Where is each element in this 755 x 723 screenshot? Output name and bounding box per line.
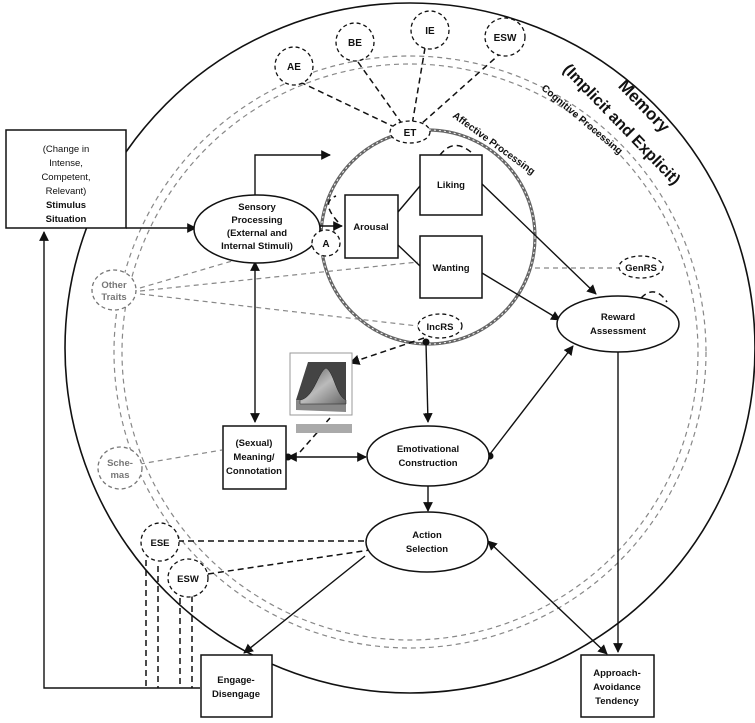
sensory-processing-node	[193, 194, 321, 264]
stimulus-bold-2: Situation	[46, 214, 87, 225]
genrs-node	[618, 255, 664, 279]
incrs-node	[417, 313, 463, 339]
meaning-line-2: Meaning/	[233, 452, 275, 463]
approach-line-2: Avoidance	[593, 682, 641, 693]
emotivational-line-2: Construction	[398, 458, 457, 469]
stimulus-line-1: (Change in	[43, 144, 89, 155]
action-line-1: Action	[412, 530, 442, 541]
arousal-label: Arousal	[353, 222, 388, 233]
ese-label: ESE	[150, 538, 169, 549]
action-selection-node	[365, 511, 489, 573]
ae-label: AE	[287, 62, 301, 73]
other-traits-node	[91, 269, 137, 311]
stimulus-line-2: Intense,	[49, 158, 83, 169]
engage-disengage-box	[200, 654, 273, 718]
other-traits-connectors	[139, 229, 620, 465]
genrs-label: GenRS	[625, 263, 657, 274]
ae-node	[274, 46, 314, 86]
incrs-to-cube-arrow	[349, 337, 425, 365]
ese-node	[140, 522, 180, 562]
ie-node	[410, 10, 450, 50]
reward-line-1: Reward	[601, 312, 636, 323]
stimulus-line-4: Relevant)	[46, 186, 87, 197]
probability-surface-image	[289, 352, 353, 433]
meaning-line-1: (Sexual)	[236, 438, 273, 449]
approach-avoidance-box	[580, 654, 655, 718]
meaning-line-3: Connotation	[226, 466, 282, 477]
approach-line-3: Tendency	[595, 696, 639, 707]
stimulus-bold-1: Stimulus	[46, 200, 86, 211]
action-line-2: Selection	[406, 544, 448, 555]
esw-top-node	[484, 17, 526, 57]
wanting-box	[419, 235, 483, 299]
engage-line-1: Engage-	[217, 675, 254, 686]
sensory-line-3: (External and	[227, 228, 287, 239]
esw-top-label: ESW	[494, 33, 517, 44]
reward-loop	[640, 291, 668, 303]
schemas-line-1: Sche-	[107, 458, 133, 469]
cube-to-meaning-line	[299, 417, 331, 453]
ie-label: IE	[425, 26, 435, 37]
et-label: ET	[404, 128, 417, 139]
stimulus-line-3: Competent,	[41, 172, 90, 183]
liking-loop	[439, 144, 473, 156]
other-traits-line-2: Traits	[101, 292, 126, 303]
stimulus-situation-box	[5, 129, 127, 229]
reward-assessment-node	[556, 295, 680, 353]
schemas-line-2: mas	[110, 470, 129, 481]
reward-line-2: Assessment	[590, 326, 647, 337]
memory-circle	[64, 2, 755, 694]
esw-bottom-node	[167, 558, 209, 598]
et-node	[389, 120, 431, 144]
cognitive-ring-inner	[121, 63, 699, 641]
esw-bottom-label: ESW	[177, 574, 199, 585]
a-label: A	[322, 239, 329, 250]
be-node	[335, 22, 375, 62]
wanting-label: Wanting	[432, 263, 469, 274]
sensory-line-1: Sensory	[238, 202, 276, 213]
meaning-connotation-box	[222, 425, 287, 490]
schemas-node	[97, 446, 143, 490]
arousal-box	[344, 194, 399, 259]
a-loop	[327, 195, 339, 223]
engage-line-2: Disengage	[212, 689, 260, 700]
ese-esw-connectors	[145, 540, 371, 688]
et-connectors	[299, 47, 503, 133]
approach-line-1: Approach-	[593, 668, 641, 679]
be-label: BE	[348, 38, 362, 49]
junction-dot	[422, 338, 430, 346]
liking-label: Liking	[437, 180, 465, 191]
sensory-line-2: Processing	[231, 215, 282, 226]
a-node	[311, 229, 341, 257]
liking-box	[419, 154, 483, 216]
emotivational-line-1: Emotivational	[397, 444, 459, 455]
cognitive-ring-outer	[113, 55, 707, 649]
emotivational-construction-node	[366, 425, 490, 487]
incrs-label: IncRS	[427, 322, 454, 333]
other-traits-line-1: Other	[101, 280, 127, 291]
sensory-line-4: Internal Stimuli)	[221, 241, 293, 252]
flow-arrows	[39, 150, 623, 689]
